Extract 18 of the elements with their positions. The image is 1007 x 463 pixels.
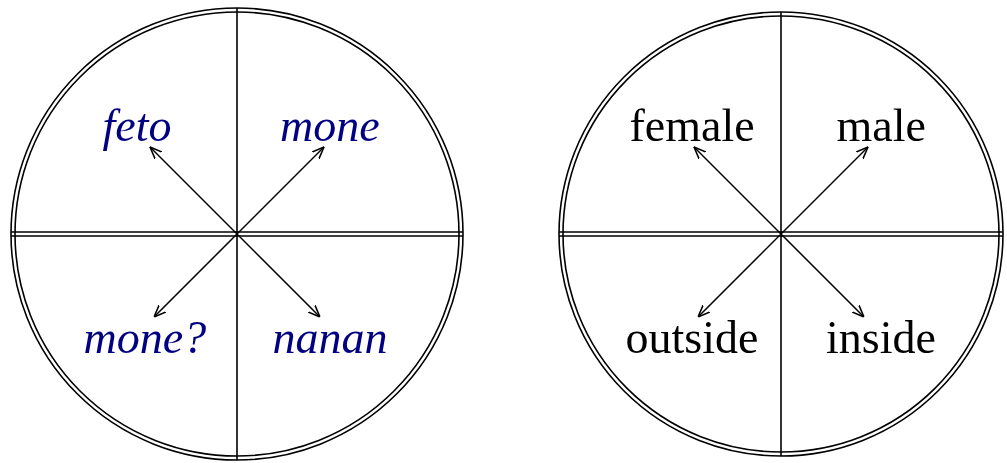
quadrant-word: male (836, 101, 926, 151)
arrow (780, 233, 865, 318)
arrow (153, 233, 238, 318)
quadrant-word: feto (102, 101, 172, 151)
quadrant-circle (9, 6, 465, 462)
quadrant-circle (557, 10, 1005, 458)
arrow (780, 146, 869, 235)
quadrant-word: inside (826, 313, 936, 363)
arrow (149, 146, 238, 235)
arrow (236, 146, 325, 235)
quadrant-word: nanan (272, 313, 388, 363)
quadrant-word: mone (280, 101, 380, 151)
arrow (693, 146, 782, 235)
arrow (236, 233, 321, 318)
quadrant-word: outside (625, 313, 759, 363)
quadrant-word: mone? (83, 313, 207, 363)
arrow (697, 233, 782, 318)
quadrant-word: female (629, 101, 755, 151)
